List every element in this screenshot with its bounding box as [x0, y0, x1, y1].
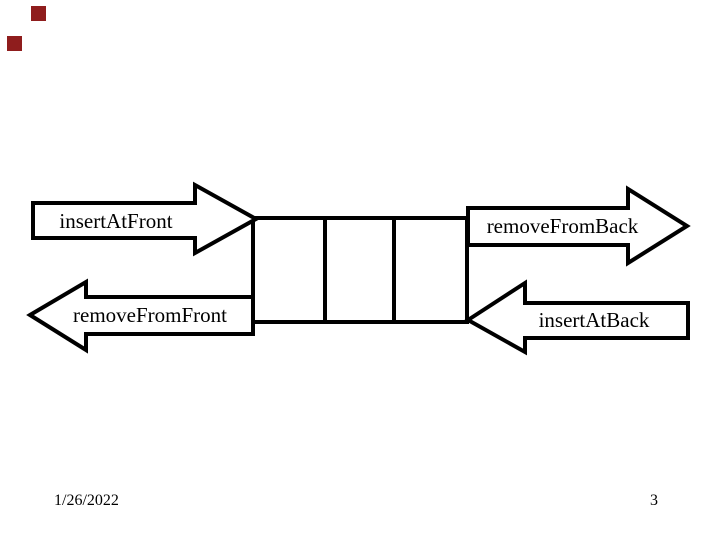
arrow-left-shape — [464, 279, 690, 356]
decor-square — [31, 6, 46, 21]
page-number: 3 — [650, 492, 658, 509]
arrow-right-shape — [466, 185, 691, 267]
cell-divider — [392, 220, 396, 320]
cell-divider — [323, 220, 327, 320]
decor-square — [7, 36, 22, 51]
remove-from-back-label: removeFromBack — [486, 213, 639, 238]
decor-squares — [7, 6, 46, 51]
remove-from-front-label: removeFromFront — [73, 302, 227, 327]
deque-box — [251, 216, 469, 324]
remove-from-back-arrow — [466, 185, 691, 267]
date-text: 1/26/2022 — [54, 492, 119, 509]
insert-at-back-label: insertAtBack — [538, 307, 650, 332]
insert-at-back-arrow — [464, 279, 690, 356]
arrow-left-shape — [26, 278, 255, 354]
remove-from-front-arrow — [26, 278, 255, 354]
insert-at-front-label: insertAtFront — [59, 208, 173, 233]
arrow-right-shape — [31, 181, 261, 257]
insert-at-front-arrow — [31, 181, 261, 257]
